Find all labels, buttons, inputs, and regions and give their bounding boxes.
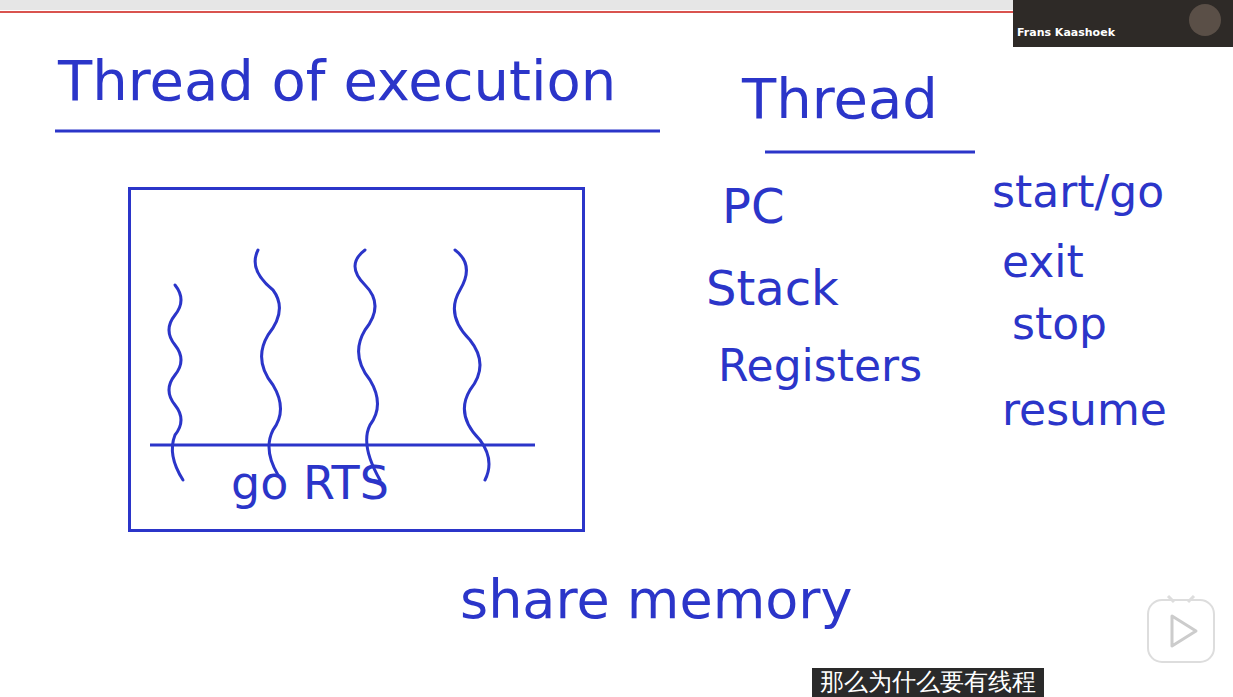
play-ear — [1168, 596, 1174, 602]
process-box: go RTS — [128, 187, 585, 532]
box-label: go RTS — [231, 458, 389, 509]
thread-operation: exit — [1002, 238, 1084, 286]
thread-state: PC — [722, 180, 784, 233]
webcam-thumbnail — [1013, 0, 1233, 47]
thread-line — [454, 250, 489, 480]
thread-operation: resume — [1002, 386, 1167, 434]
thread-line — [255, 250, 280, 475]
note: share memory — [460, 570, 852, 629]
play-triangle — [1172, 616, 1196, 646]
runtime-line — [150, 444, 535, 447]
thread-state: Registers — [718, 342, 922, 390]
webcam-name: Frans Kaashoek — [1017, 27, 1115, 39]
title-underline — [55, 130, 660, 133]
webcam-person — [1189, 4, 1221, 36]
play-ear — [1188, 596, 1194, 602]
thread-state: Stack — [706, 262, 839, 315]
play-frame — [1148, 600, 1214, 662]
thread-squiggles — [169, 250, 489, 480]
title: Thread of execution — [58, 50, 616, 112]
thread-operation: start/go — [992, 168, 1164, 216]
thread-operation: stop — [1012, 300, 1107, 348]
thread-line — [169, 285, 183, 480]
heading-underline — [765, 151, 975, 154]
thread-line — [355, 250, 380, 480]
play-button — [1148, 596, 1214, 662]
heading: Thread — [742, 68, 938, 130]
subtitle: 那么为什么要有线程 — [812, 668, 1044, 697]
